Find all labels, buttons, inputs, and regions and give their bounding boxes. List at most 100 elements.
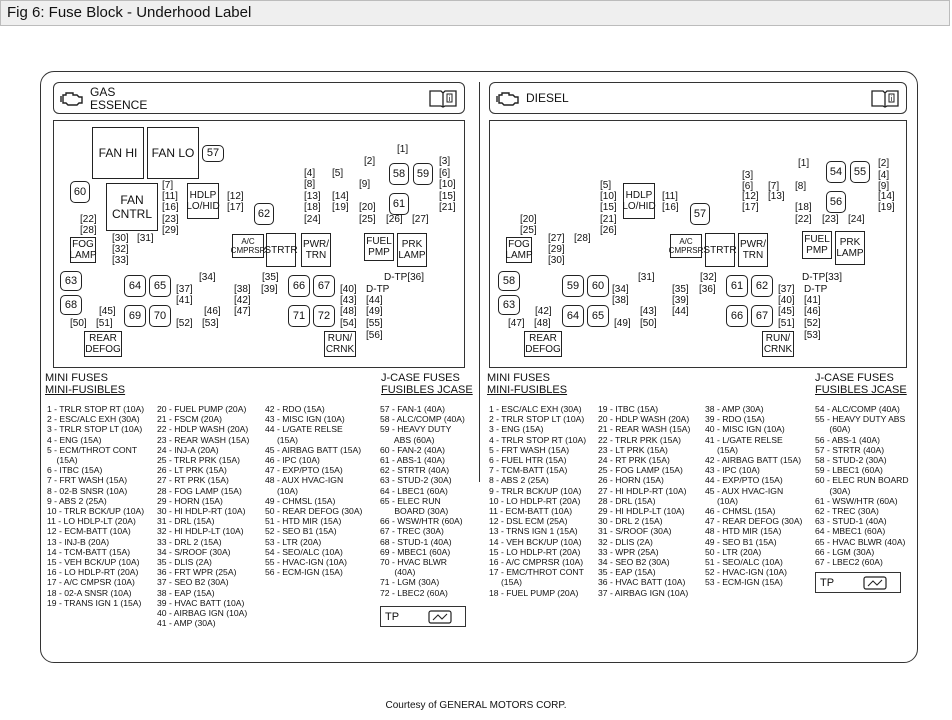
fuse-61: 61 [389,193,409,215]
fuse-list-entry: 10 - TRLR BCK/UP (10A) [47,506,145,517]
gas-tp-label: TP [385,611,400,623]
fuse-63: 63 [60,271,82,291]
fuse-list-entry: 1 - TRLR STOP RT (10A) [47,404,145,414]
mini-fuse-39: [39] [261,284,278,295]
diesel-jcase-fuses-heading: J-CASE FUSES [815,372,894,384]
strtr-relay: STRTR [264,233,298,267]
gas-header-sublabel: ESSENCE [90,98,148,112]
mini-fuse-15: [15] [439,191,456,202]
fuse-list-entry: 65 - HVAC BLWR (40A) [815,536,906,547]
fuse-61: 61 [726,275,748,297]
fuse-list-entry: 16 - LO HDLP-RT (20A) [47,567,139,578]
mini-fuse-27: [27] [548,233,565,244]
fuse-list-entry: 50 - LTR (20A) [705,546,762,557]
fuse-list-entry: 43 - IPC (10A) [705,465,760,476]
fuse-list-entry: (60A) [815,424,851,435]
mini-fuse-26: [26] [600,225,617,236]
underhood-label [40,71,918,663]
gas-fuse-list-col4: 57 - FAN-1 (40A)58 - ALC/COMP (40A)59 - … [380,404,465,598]
fuse-list-entry: 15 - LO HDLP-RT (20A) [489,546,581,557]
gas-mini-fuses-heading: MINI FUSES [45,372,108,384]
mini-fuse-35: [35] [262,272,279,283]
fuse-list-entry: 39 - RDO (15A) [705,414,765,425]
mini-fuse-27: [27] [412,214,429,225]
fuse-list-entry: 7 - FRT WASH (15A) [47,475,128,486]
fuse-69: 69 [124,305,146,327]
mini-fuse-30: [30] [112,233,129,244]
fuse-list-entry: 69 - MBEC1 (60A) [380,546,451,557]
fuse-list-entry: 41 - AMP (30A) [157,618,216,629]
mini-fuse-36: D-TP[36] [384,272,425,283]
diesel-header-label: DIESEL [526,91,569,105]
fuse-list-entry: 48 - AUX HVAC-IGN [265,475,344,486]
fuse-list-entry: 20 - HDLP WASH (20A) [598,414,690,425]
gas-fuse-list-col2: 20 - FUEL PUMP (20A)21 - FSCM (20A)22 - … [157,404,249,628]
mini-fuse-10: [10] [439,179,456,190]
mini-fuse-1: [1] [397,144,409,155]
fuse-list-entry: 32 - DLIS (2A) [598,536,653,547]
mini-fuse-41: [41] [176,295,193,306]
fuse-list-entry: 26 - HORN (15A) [598,475,664,486]
mini-fuse-18: [18] [304,202,321,213]
fuse-list-entry: 23 - LT PRK (15A) [598,444,668,455]
gas-fuse-list-col3: 42 - RDO (15A)43 - MISC IGN (10A)44 - L/… [265,404,362,577]
mini-fuse-8: [8] [304,179,316,190]
pwr-trn-relay: PWR/ TRN [301,233,331,267]
fuse-list-entry: 38 - EAP (15A) [157,587,215,598]
diesel-tp-label: TP [820,577,835,589]
fuse-list-entry: 56 - ABS-1 (40A) [815,434,880,445]
fuse-list-entry: 71 - LGM (30A) [380,577,440,588]
gas-fuse-list-col1: 1 - TRLR STOP RT (10A)2 - ESC/ALC EXH (3… [47,404,144,608]
fuse-list-entry: 11 - LO HDLP-LT (20A) [47,516,136,527]
fuse-list-entry: 34 - S/ROOF (30A) [157,546,231,557]
fuse-list-entry: 41 - L/GATE RELSE [705,434,783,445]
gas-jcase-fuses-title: J-CASE FUSES FUSIBLES JCASE [381,372,473,396]
fuse-list-entry: 34 - SEO B2 (30A) [598,557,670,568]
mini-fuse-43: [43] [640,306,657,317]
diesel-fuse-list-col2: 19 - ITBC (15A)20 - HDLP WASH (20A)21 - … [598,404,690,598]
mini-fuse-19: [19] [332,202,349,213]
mini-fuse-49: [49] [614,318,631,329]
mini-fuse-17: [17] [227,202,244,213]
fuse-list-entry: 58 - STUD-2 (30A) [815,455,887,466]
mini-fuse-29: [29] [162,225,179,236]
tp-label: D-TP [366,284,390,295]
fan-cntrl-relay: FAN CNTRL [106,183,158,231]
mini-fuse-20: [20] [520,214,537,225]
fuse-list-entry: 21 - REAR WASH (15A) [598,424,691,435]
mini-fuse-37: [37] [176,284,193,295]
mini-fuse-21: [21] [439,202,456,213]
mini-fuse-33: [33] [112,255,129,266]
diesel-fuse-list-col3: 38 - AMP (30A)39 - RDO (15A)40 - MISC IG… [705,404,802,588]
fuse-58: 58 [498,271,520,291]
mini-fuse-56: [56] [366,330,383,341]
ac-cmprsr-relay: A/C CMPRSR [231,234,265,258]
fuse-list-entry: 36 - FRT WPR (25A) [157,567,237,578]
fuse-list-entry: 60 - ELEC RUN BOARD [815,475,909,486]
fuse-list-entry: (10A) [265,485,298,496]
mini-fuse-50: [50] [640,318,657,329]
fuse-list-entry: (15A) [705,444,738,455]
fuse-62: 62 [254,203,274,225]
fuse-list-entry: 29 - HORN (15A) [157,495,223,506]
mini-fuse-53: [53] [202,318,219,329]
fuse-list-entry: 20 - FUEL PUMP (20A) [157,404,247,414]
fuse-57: 57 [690,203,710,225]
mini-fuse-16: [16] [662,202,679,213]
fuse-list-entry: 68 - STUD-1 (40A) [380,536,452,547]
mini-fuse-28: [28] [574,233,591,244]
ac-cmprsr-relay: A/C CMPRSR [669,234,703,258]
fuse-list-entry: 54 - SEO/ALC (10A) [265,546,343,557]
fuse-list-entry: 3 - TRLR STOP LT (10A) [47,424,143,435]
fuse-list-entry: 12 - DSL ECM (25A) [489,516,568,527]
mini-fuse-13: [13] [304,191,321,202]
mini-fuse-40: [40] [778,295,795,306]
mini-fuse-6: [6] [742,181,754,192]
diesel-header: DIESEL i [489,82,907,114]
fuse-list-entry: 52 - HVAC-IGN (10A) [705,567,787,578]
gas-diesel-divider [479,82,480,482]
fuse-list-entry: 64 - MBEC1 (60A) [815,526,886,537]
fuse-list-entry: 37 - AIRBAG IGN (10A) [598,587,689,598]
fuse-70: 70 [149,305,171,327]
fuse-list-entry: 67 - TREC (30A) [380,526,444,537]
